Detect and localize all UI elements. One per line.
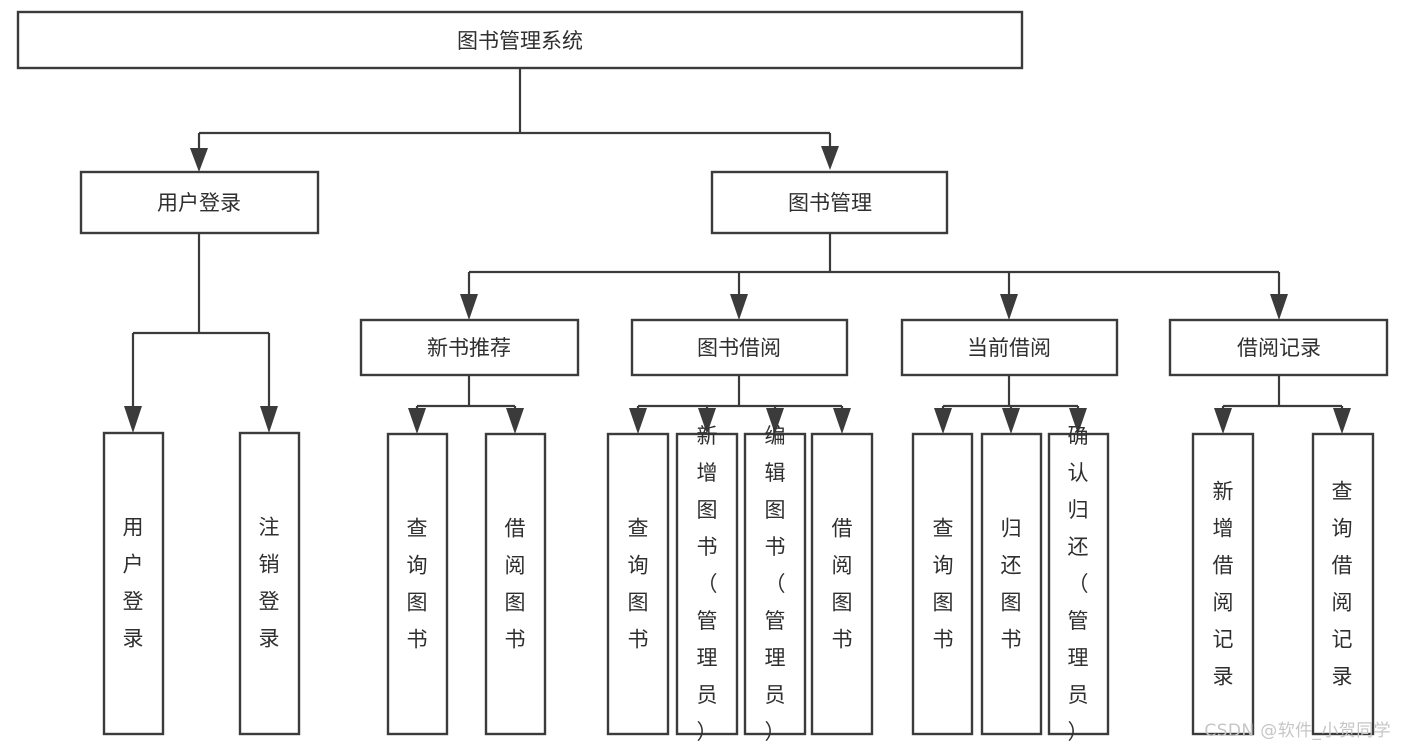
node-leaf-borrow-4[interactable]: 借阅图书: [810, 432, 874, 736]
node-new-book-recommend-label: 新书推荐: [427, 336, 511, 360]
arrowhead-recommend-leaf-2: [506, 408, 524, 434]
node-leaf-record-2[interactable]: 查询借阅记录: [1311, 432, 1375, 736]
node-leaf-borrow-2[interactable]: 新增图书（管理员）: [675, 424, 739, 744]
node-borrow-record-box: [1168, 318, 1389, 377]
node-new-book-recommend-box: [359, 318, 580, 377]
node-leaf-user-login-1-box: [102, 431, 165, 736]
node-leaf-user-login-1[interactable]: 用户登录: [102, 431, 165, 736]
node-book-manage-box: [710, 170, 949, 235]
node-book-borrow[interactable]: 图书借阅: [630, 318, 849, 377]
node-leaf-recommend-1[interactable]: 查询图书: [386, 432, 449, 736]
node-leaf-current-3-box: [1047, 432, 1110, 736]
arrowhead-recommend-leaf-1: [408, 408, 426, 434]
node-leaf-recommend-2-box: [484, 432, 547, 736]
node-leaf-current-2-label: 归还图书: [1001, 517, 1022, 652]
node-leaf-record-1[interactable]: 新增借阅记录: [1191, 432, 1255, 736]
arrowhead-borrow-leaf-4: [833, 408, 851, 434]
arrowhead-current-leaf-3: [1069, 408, 1087, 434]
node-book-borrow-label: 图书借阅: [697, 336, 781, 360]
node-root-system[interactable]: 图书管理系统: [16, 10, 1024, 70]
node-leaf-borrow-1-label: 查询图书: [628, 517, 649, 652]
node-user-login-label: 用户登录: [157, 191, 241, 215]
arrowhead-current-leaf-1: [934, 408, 952, 434]
arrowhead-current-leaf-2: [1002, 408, 1020, 434]
node-leaf-borrow-4-label: 借阅图书: [832, 517, 853, 652]
watermark-text: CSDN @软件_小贺同学: [1204, 721, 1391, 741]
node-leaf-user-login-2[interactable]: 注销登录: [238, 431, 301, 736]
node-borrow-record[interactable]: 借阅记录: [1168, 318, 1389, 377]
node-leaf-borrow-3-label: 编辑图书（管理员）: [765, 424, 786, 744]
node-book-manage-label: 图书管理: [788, 191, 872, 215]
node-leaf-recommend-1-box: [386, 432, 449, 736]
connector-layer: [124, 68, 1351, 434]
node-current-borrow[interactable]: 当前借阅: [900, 318, 1119, 377]
node-leaf-current-1[interactable]: 查询图书: [911, 432, 974, 736]
arrowhead-book-manage: [821, 146, 839, 170]
node-leaf-current-1-label: 查询图书: [933, 517, 954, 652]
node-leaf-borrow-3-box: [743, 432, 807, 736]
arrowhead-record-leaf-2: [1333, 408, 1351, 434]
arrowhead-borrow-leaf-2: [698, 408, 716, 434]
node-leaf-current-3-label: 确认归还（管理员）: [1068, 424, 1089, 744]
node-leaf-borrow-3[interactable]: 编辑图书（管理员）: [743, 424, 807, 744]
arrowhead-borrow-leaf-1: [629, 408, 647, 434]
arrowhead-borrow-leaf-3: [766, 408, 784, 434]
node-leaf-recommend-2[interactable]: 借阅图书: [484, 432, 547, 736]
node-borrow-record-label: 借阅记录: [1237, 336, 1321, 360]
arrowhead-userlogin-leaf-2: [260, 406, 278, 433]
node-leaf-borrow-1[interactable]: 查询图书: [606, 432, 670, 736]
node-book-borrow-box: [630, 318, 849, 377]
node-leaf-recommend-1-label: 查询图书: [407, 517, 428, 652]
node-leaf-user-login-2-label: 注销登录: [259, 516, 280, 651]
node-leaf-current-2-box: [980, 432, 1043, 736]
arrowhead-book-borrow: [730, 294, 748, 320]
node-user-login[interactable]: 用户登录: [79, 170, 320, 235]
node-root-box: [16, 10, 1024, 70]
node-leaf-current-3[interactable]: 确认归还（管理员）: [1047, 424, 1110, 744]
arrowhead-borrow-record: [1270, 294, 1288, 320]
arrowhead-user-login: [190, 148, 208, 172]
arrowhead-new-book-recommend: [460, 294, 478, 320]
arrowhead-record-leaf-1: [1214, 408, 1232, 434]
arrowhead-current-borrow: [1000, 294, 1018, 320]
node-book-manage[interactable]: 图书管理: [710, 170, 949, 235]
node-current-borrow-box: [900, 318, 1119, 377]
node-root-label: 图书管理系统: [457, 29, 583, 53]
node-leaf-recommend-2-label: 借阅图书: [505, 517, 526, 652]
node-leaf-user-login-2-box: [238, 431, 301, 736]
node-leaf-record-2-label: 查询借阅记录: [1332, 480, 1353, 689]
node-leaf-borrow-2-box: [675, 432, 739, 736]
node-leaf-borrow-1-box: [606, 432, 670, 736]
node-leaf-user-login-1-label: 用户登录: [123, 516, 144, 651]
node-user-login-box: [79, 170, 320, 235]
node-leaf-borrow-4-box: [810, 432, 874, 736]
node-leaf-borrow-2-label: 新增图书（管理员）: [697, 424, 718, 744]
node-leaf-record-1-box: [1191, 432, 1255, 736]
node-leaf-record-1-label: 新增借阅记录: [1213, 480, 1234, 689]
arrowhead-userlogin-leaf-1: [124, 406, 142, 433]
node-leaf-record-2-box: [1311, 432, 1375, 736]
node-current-borrow-label: 当前借阅: [967, 336, 1051, 360]
node-new-book-recommend[interactable]: 新书推荐: [359, 318, 580, 377]
node-leaf-current-2[interactable]: 归还图书: [980, 432, 1043, 736]
node-leaf-current-1-box: [911, 432, 974, 736]
